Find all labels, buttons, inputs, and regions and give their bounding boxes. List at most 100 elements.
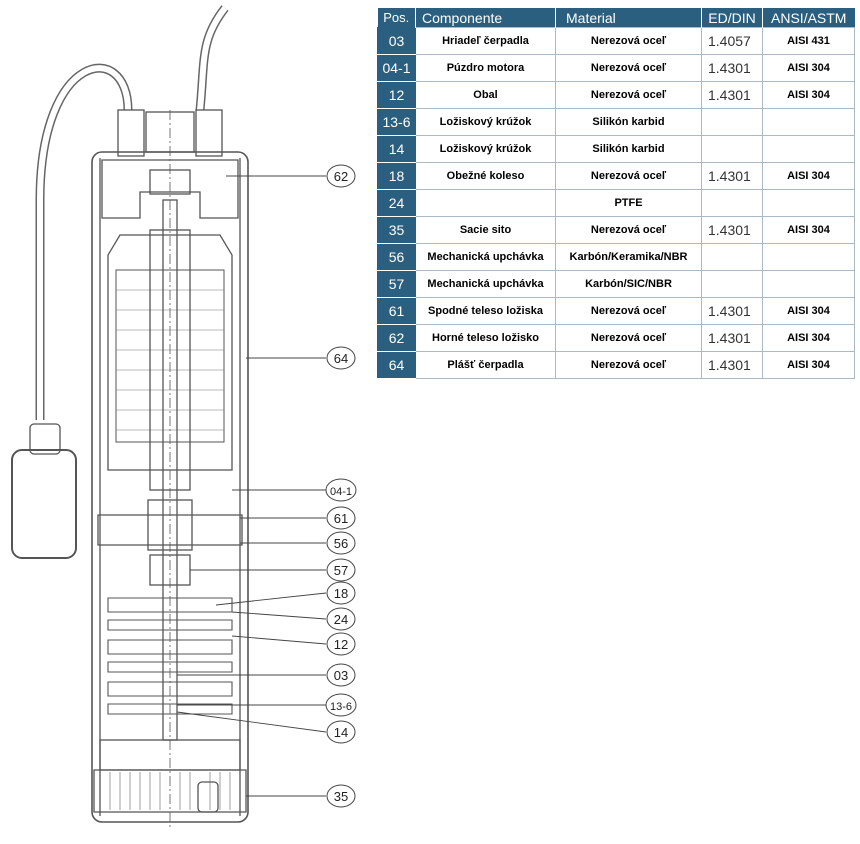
callout-61: 61 <box>326 506 356 530</box>
svg-text:03: 03 <box>334 668 348 683</box>
cell-din <box>701 189 763 217</box>
cell-din <box>701 135 763 163</box>
cell-material: PTFE <box>555 189 702 217</box>
callout-14: 14 <box>326 720 356 744</box>
cell-component: Horné teleso ložisko <box>415 324 556 352</box>
cell-din <box>701 243 763 271</box>
cell-component <box>415 189 556 217</box>
cell-pos: 56 <box>377 243 416 271</box>
svg-text:62: 62 <box>334 169 348 184</box>
cell-pos: 13-6 <box>377 108 416 136</box>
cell-pos: 18 <box>377 162 416 190</box>
cell-din: 1.4301 <box>701 216 763 244</box>
cell-ansi: AISI 304 <box>762 324 855 352</box>
cell-pos: 03 <box>377 27 416 55</box>
svg-text:04-1: 04-1 <box>330 486 352 498</box>
svg-text:13-6: 13-6 <box>330 701 352 713</box>
cell-ansi: AISI 431 <box>762 27 855 55</box>
cell-ansi: AISI 304 <box>762 54 855 82</box>
cell-ansi: AISI 304 <box>762 162 855 190</box>
cell-pos: 62 <box>377 324 416 352</box>
cell-material: Nerezová oceľ <box>555 324 702 352</box>
leader-lines <box>176 175 327 797</box>
cell-material: Nerezová oceľ <box>555 162 702 190</box>
svg-text:61: 61 <box>334 511 348 526</box>
cell-pos: 12 <box>377 81 416 109</box>
cell-component: Obal <box>415 81 556 109</box>
cell-material: Nerezová oceľ <box>555 351 702 379</box>
header-component: Componente <box>415 8 556 28</box>
callout-57: 57 <box>326 558 356 582</box>
cell-material: Nerezová oceľ <box>555 297 702 325</box>
callout-62: 62 <box>326 164 356 188</box>
cell-pos: 14 <box>377 135 416 163</box>
cell-material: Nerezová oceľ <box>555 81 702 109</box>
cell-pos: 04-1 <box>377 54 416 82</box>
parts-table: Pos. Componente Material ED/DIN ANSI/AST… <box>377 8 855 379</box>
cell-ansi: AISI 304 <box>762 81 855 109</box>
cell-din: 1.4057 <box>701 27 763 55</box>
callout-04-1: 04-1 <box>325 478 357 502</box>
pump-drawing: 62 64 04-1 61 56 57 18 24 12 03 13-6 14 … <box>11 5 357 830</box>
cell-material: Silikón karbid <box>555 135 702 163</box>
cell-din: 1.4301 <box>701 351 763 379</box>
callout-bubbles: 62 64 04-1 61 56 57 18 24 12 03 13-6 14 … <box>325 164 357 808</box>
callout-12: 12 <box>326 632 356 656</box>
table-header-row: Pos. Componente Material ED/DIN ANSI/AST… <box>377 8 855 28</box>
cell-ansi <box>762 243 855 271</box>
cell-component: Mechanická upchávka <box>415 270 556 298</box>
svg-text:14: 14 <box>334 725 348 740</box>
svg-text:12: 12 <box>334 637 348 652</box>
cell-pos: 64 <box>377 351 416 379</box>
svg-text:56: 56 <box>334 536 348 551</box>
cell-component: Púzdro motora <box>415 54 556 82</box>
cell-material: Karbón/SIC/NBR <box>555 270 702 298</box>
callout-56: 56 <box>326 531 356 555</box>
cell-component: Obežné koleso <box>415 162 556 190</box>
cell-material: Nerezová oceľ <box>555 54 702 82</box>
svg-text:18: 18 <box>334 586 348 601</box>
cell-din: 1.4301 <box>701 324 763 352</box>
callout-24: 24 <box>326 607 356 631</box>
cell-ansi: AISI 304 <box>762 216 855 244</box>
callout-35: 35 <box>326 784 356 808</box>
pump-outline <box>11 5 249 830</box>
cell-component: Sacie sito <box>415 216 556 244</box>
cell-ansi <box>762 108 855 136</box>
cell-din: 1.4301 <box>701 297 763 325</box>
callout-18: 18 <box>326 581 356 605</box>
cell-material: Nerezová oceľ <box>555 216 702 244</box>
svg-text:64: 64 <box>334 351 348 366</box>
cell-material: Nerezová oceľ <box>555 27 702 55</box>
cell-din: 1.4301 <box>701 162 763 190</box>
svg-text:57: 57 <box>334 563 348 578</box>
cell-material: Silikón karbid <box>555 108 702 136</box>
callout-13-6: 13-6 <box>325 693 357 717</box>
cell-component: Plášť čerpadla <box>415 351 556 379</box>
cell-pos: 57 <box>377 270 416 298</box>
cell-component: Mechanická upchávka <box>415 243 556 271</box>
table-row: 24 PTFE <box>377 189 855 217</box>
cell-din <box>701 108 763 136</box>
cell-component: Spodné teleso ložiska <box>415 297 556 325</box>
svg-text:35: 35 <box>334 789 348 804</box>
cell-pos: 61 <box>377 297 416 325</box>
header-material: Material <box>555 8 702 28</box>
header-din: ED/DIN <box>701 8 763 28</box>
cell-component: Hriadeľ čerpadla <box>415 27 556 55</box>
cell-pos: 24 <box>377 189 416 217</box>
svg-text:24: 24 <box>334 612 348 627</box>
cell-ansi: AISI 304 <box>762 351 855 379</box>
cell-ansi <box>762 135 855 163</box>
cell-ansi: AISI 304 <box>762 297 855 325</box>
